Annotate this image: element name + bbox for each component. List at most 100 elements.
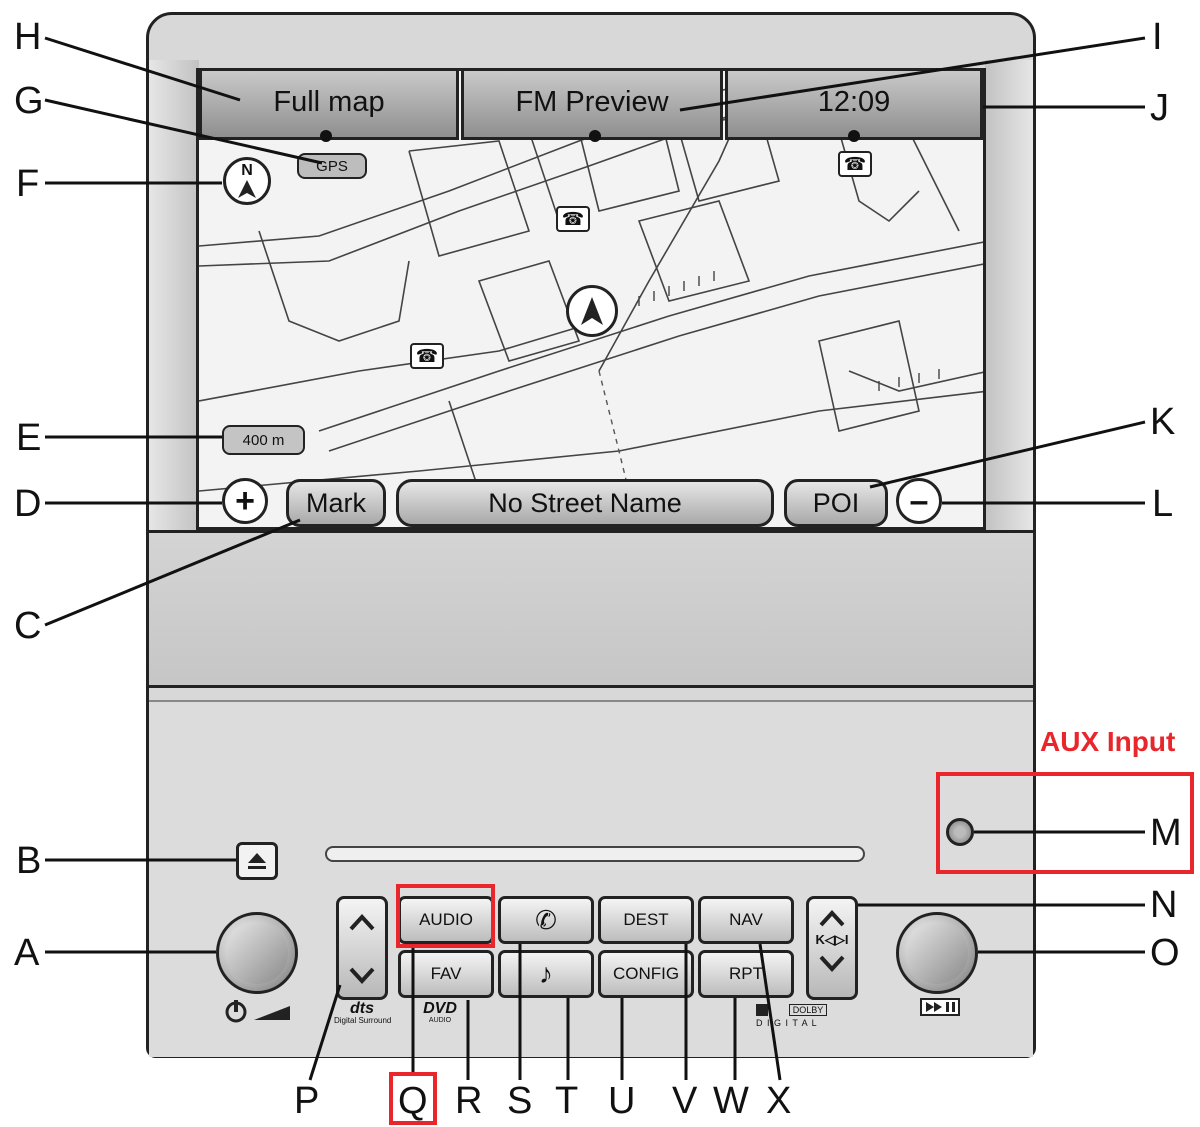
callout-p: P	[294, 1080, 320, 1122]
dts-logo: dts Digital Surround	[334, 1000, 398, 1027]
power-volume-knob[interactable]	[216, 912, 298, 994]
eject-button[interactable]	[236, 842, 278, 880]
callout-n: N	[1150, 884, 1178, 926]
street-name-label: No Street Name	[488, 487, 682, 518]
callout-a: A	[14, 932, 40, 974]
zoom-in-symbol: +	[235, 482, 255, 520]
callout-r: R	[455, 1080, 483, 1122]
dvd-sub-label: AUDIO	[428, 1017, 452, 1024]
mark-label: Mark	[306, 487, 366, 518]
indicator-dot	[589, 130, 601, 142]
dts-label: dts	[350, 1000, 374, 1017]
dolby-label: DOLBY	[788, 1004, 828, 1016]
callout-j: J	[1150, 87, 1169, 129]
callout-d: D	[14, 483, 42, 525]
phone-icon: ✆	[535, 904, 557, 935]
zoom-out-symbol: –	[909, 482, 929, 520]
fm-preview-button[interactable]: FM Preview	[461, 68, 723, 140]
rpt-label: RPT	[729, 964, 763, 983]
zoom-in-button[interactable]: +	[222, 478, 268, 524]
bezel-left-strip	[149, 60, 199, 530]
fav-button[interactable]: FAV	[398, 950, 494, 998]
mark-button[interactable]: Mark	[286, 479, 386, 527]
gps-badge: GPS	[297, 153, 367, 179]
callout-o: O	[1150, 932, 1180, 974]
fm-preview-label: FM Preview	[515, 85, 669, 118]
vehicle-position-icon	[566, 285, 618, 337]
cd-slot	[325, 846, 865, 862]
lower-panel	[149, 700, 1033, 1057]
dolby-dd-mark	[756, 1004, 768, 1017]
callout-q: Q	[398, 1080, 428, 1122]
callout-q-highlight	[389, 1072, 437, 1125]
poi-button[interactable]: POI	[784, 479, 888, 527]
seek-down-icon	[819, 955, 845, 972]
dest-button[interactable]: DEST	[598, 896, 694, 944]
callout-v: V	[672, 1080, 698, 1122]
seek-up-icon	[819, 910, 845, 927]
callout-g: G	[14, 80, 44, 122]
compass-icon[interactable]: N	[223, 157, 271, 205]
callout-b: B	[16, 840, 42, 882]
tone-button[interactable]: ♪	[498, 950, 594, 998]
phone-poi-icon: ☎	[838, 151, 872, 177]
map-scale-label: 400 m	[242, 431, 285, 449]
lower-panel-top	[149, 530, 1033, 688]
phone-button[interactable]: ✆	[498, 896, 594, 944]
map-scale-indicator: 400 m	[222, 425, 305, 455]
phone-poi-icon: ☎	[556, 206, 590, 232]
dts-sub-label: Digital Surround	[334, 1016, 392, 1025]
clock-label: 12:09	[817, 85, 891, 118]
callout-w: W	[713, 1080, 749, 1122]
compass-arrow-icon	[238, 180, 256, 198]
eject-icon	[248, 853, 266, 869]
aux-input-label: AUX Input	[1040, 726, 1176, 757]
street-name-display: No Street Name	[396, 479, 774, 527]
dvd-label: DVD	[423, 1000, 457, 1017]
full-map-button[interactable]: Full map	[199, 68, 459, 140]
gps-label: GPS	[316, 157, 348, 175]
aux-input-highlight	[936, 772, 1194, 874]
callout-l: L	[1152, 483, 1174, 525]
tune-knob[interactable]	[896, 912, 978, 994]
zoom-out-button[interactable]: –	[896, 478, 942, 524]
compass-north-label: N	[241, 162, 253, 179]
dest-label: DEST	[623, 910, 669, 929]
bezel-right-strip	[985, 60, 1033, 530]
dvd-audio-logo: DVD AUDIO	[418, 1000, 462, 1027]
fav-label: FAV	[430, 964, 462, 983]
aux-input-jack[interactable]	[946, 818, 974, 846]
dolby-digital-logo: DOLBY D I G I T A L	[756, 1004, 846, 1029]
callout-e: E	[16, 417, 42, 459]
config-button[interactable]: CONFIG	[598, 950, 694, 998]
indicator-dot	[320, 130, 332, 142]
callout-x: X	[766, 1080, 792, 1122]
audio-label: AUDIO	[419, 910, 473, 929]
play-pause-icon	[920, 998, 960, 1016]
callout-k: K	[1150, 401, 1176, 443]
poi-label: POI	[812, 487, 860, 518]
digital-label: D I G I T A L	[756, 1018, 818, 1028]
config-label: CONFIG	[612, 964, 680, 983]
callout-u: U	[608, 1080, 636, 1122]
music-note-icon: ♪	[539, 958, 553, 989]
callout-s: S	[507, 1080, 533, 1122]
phone-poi-icon: ☎	[410, 343, 444, 369]
seek-label: K◁▷I	[815, 932, 849, 947]
callout-t: T	[555, 1080, 579, 1122]
nav-label: NAV	[729, 910, 763, 929]
power-volume-icon	[222, 998, 294, 1024]
seek-rocker[interactable]: K◁▷I	[806, 896, 858, 1000]
callout-i: I	[1152, 16, 1163, 58]
callout-f: F	[16, 163, 40, 205]
audio-button-highlight	[396, 884, 495, 948]
rpt-button[interactable]: RPT	[698, 950, 794, 998]
callout-h: H	[14, 16, 42, 58]
scroll-rocker[interactable]	[336, 896, 388, 1000]
callout-m: M	[1150, 812, 1182, 854]
nav-button[interactable]: NAV	[698, 896, 794, 944]
indicator-dot	[848, 130, 860, 142]
full-map-label: Full map	[273, 85, 385, 118]
aux-input-annotation: AUX Input	[1040, 726, 1175, 758]
callout-c: C	[14, 605, 42, 647]
